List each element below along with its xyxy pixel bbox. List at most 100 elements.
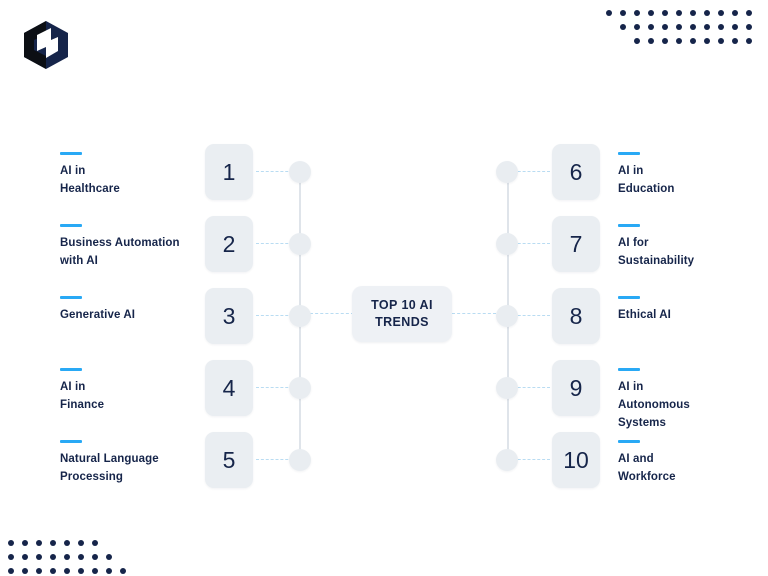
dot xyxy=(8,568,14,574)
dot-row xyxy=(606,34,760,48)
number-text: 9 xyxy=(569,374,583,401)
dot xyxy=(22,554,28,560)
dot xyxy=(648,10,654,16)
dashed-connector xyxy=(256,387,298,388)
dot xyxy=(78,540,84,546)
connector-knob xyxy=(289,161,311,183)
number-badge: 9 xyxy=(552,360,600,416)
accent-bar xyxy=(60,152,82,155)
dot xyxy=(718,38,724,44)
trend-node-8[interactable]: 8 Ethical AI xyxy=(496,288,750,344)
dot xyxy=(36,540,42,546)
accent-bar xyxy=(60,440,82,443)
dot xyxy=(620,10,626,16)
dot xyxy=(606,10,612,16)
dot xyxy=(732,10,738,16)
trend-label-block: Ethical AI xyxy=(618,296,750,325)
dot xyxy=(92,554,98,560)
accent-bar xyxy=(60,296,82,299)
dashed-connector xyxy=(256,243,298,244)
number-badge: 6 xyxy=(552,144,600,200)
dot xyxy=(64,568,70,574)
dot xyxy=(746,38,752,44)
dot xyxy=(690,10,696,16)
dot xyxy=(662,10,668,16)
trend-label-text: Generative AI xyxy=(60,309,136,321)
number-text: 8 xyxy=(569,302,583,329)
connector-knob xyxy=(496,377,518,399)
dot xyxy=(64,554,70,560)
dot xyxy=(746,10,752,16)
dot xyxy=(690,38,696,44)
dot xyxy=(50,568,56,574)
dot-row xyxy=(8,550,134,564)
connector-knob xyxy=(289,377,311,399)
number-text: 7 xyxy=(569,230,583,257)
accent-bar xyxy=(618,368,640,371)
number-badge: 8 xyxy=(552,288,600,344)
dot xyxy=(746,24,752,30)
dot xyxy=(36,568,42,574)
dot xyxy=(634,10,640,16)
accent-bar xyxy=(60,368,82,371)
trend-label-block: Generative AI xyxy=(60,296,200,325)
dot xyxy=(732,38,738,44)
dot xyxy=(676,24,682,30)
accent-bar xyxy=(618,440,640,443)
dot xyxy=(690,24,696,30)
dot-row xyxy=(8,536,134,550)
connector-knob xyxy=(496,233,518,255)
dot xyxy=(36,554,42,560)
number-text: 6 xyxy=(569,158,583,185)
dot xyxy=(50,540,56,546)
dashed-connector xyxy=(508,387,550,388)
trend-label-text: Ethical AI xyxy=(618,309,671,321)
connector-knob xyxy=(496,305,518,327)
dot xyxy=(634,38,640,44)
center-connector-right xyxy=(452,313,496,314)
dot-row xyxy=(606,20,760,34)
dot xyxy=(662,24,668,30)
dot xyxy=(648,38,654,44)
dot xyxy=(8,554,14,560)
connector-knob xyxy=(289,449,311,471)
dot-row xyxy=(606,6,760,20)
number-badge: 5 xyxy=(205,432,253,488)
dashed-connector xyxy=(508,243,550,244)
dot xyxy=(78,554,84,560)
center-connector-left xyxy=(310,313,354,314)
dot xyxy=(732,24,738,30)
dot xyxy=(92,568,98,574)
dashed-connector xyxy=(508,171,550,172)
dot xyxy=(620,24,626,30)
dot xyxy=(22,540,28,546)
number-badge: 2 xyxy=(205,216,253,272)
accent-bar xyxy=(618,224,640,227)
number-text: 4 xyxy=(222,374,236,401)
dot xyxy=(8,540,14,546)
accent-bar xyxy=(60,224,82,227)
dot xyxy=(106,554,112,560)
dot-grid-icon-top-right xyxy=(606,6,760,48)
